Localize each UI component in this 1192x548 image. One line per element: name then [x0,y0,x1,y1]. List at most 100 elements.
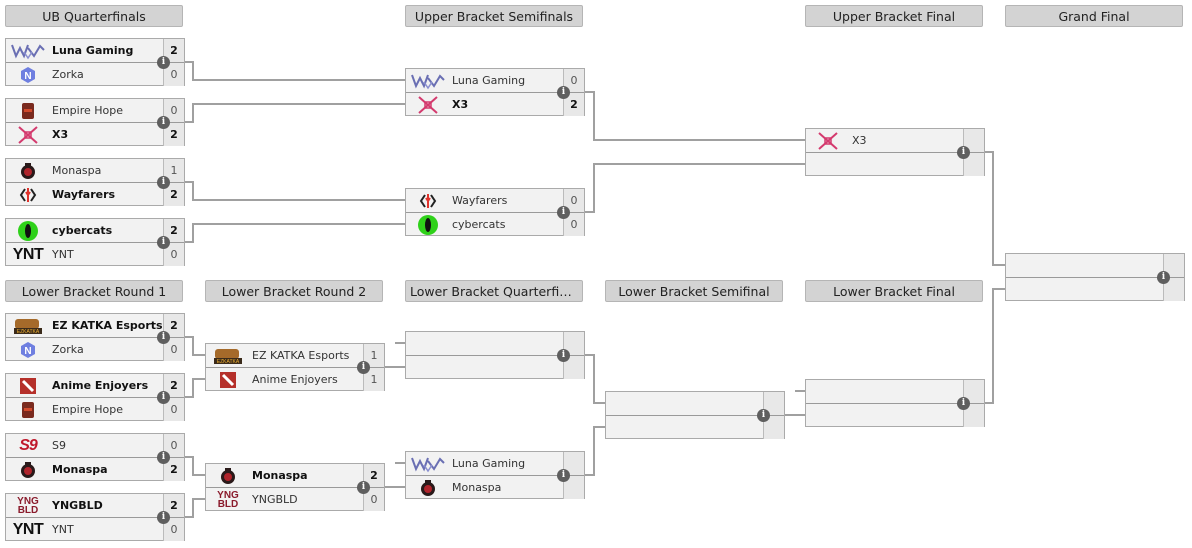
team-row-bot[interactable]: X3 2 [406,93,584,116]
team-name[interactable]: Empire Hope [52,403,124,416]
team-name[interactable]: Luna Gaming [452,74,526,87]
info-icon[interactable]: i [157,451,170,464]
team-name[interactable]: Zorka [52,68,84,81]
team-name[interactable]: Wayfarers [452,194,508,207]
team-score: 2 [563,93,584,116]
info-icon[interactable]: i [1157,271,1170,284]
team-row-bot[interactable] [406,356,584,379]
info-icon[interactable]: i [757,409,770,422]
team-name[interactable]: cybercats [452,218,506,231]
match-lb-qf-1[interactable]: i [405,331,585,379]
match-ub-final[interactable]: X3 i [805,128,985,176]
team-name[interactable]: Anime Enjoyers [252,373,338,386]
team-name[interactable]: Wayfarers [52,188,116,201]
team-name[interactable]: Luna Gaming [52,44,134,57]
team-name[interactable]: YNGBLD [52,499,103,512]
info-icon[interactable]: i [157,511,170,524]
info-icon[interactable]: i [557,349,570,362]
team-row-bot[interactable] [806,153,984,176]
team-name[interactable]: YNT [52,523,74,536]
info-icon[interactable]: i [357,481,370,494]
team-name[interactable]: Luna Gaming [452,457,526,470]
team-row-bot[interactable] [806,404,984,427]
info-icon[interactable]: i [157,176,170,189]
info-icon[interactable]: i [557,469,570,482]
team-row-top[interactable] [1006,254,1184,277]
match-grand-final[interactable]: i [1005,253,1185,301]
team-name[interactable]: X3 [52,128,69,141]
team-name[interactable]: X3 [452,98,469,111]
info-icon[interactable]: i [157,391,170,404]
team-row-bot[interactable] [1006,278,1184,301]
team-name[interactable]: EZ KATKA Esports [52,319,163,332]
info-icon[interactable]: i [557,206,570,219]
info-icon[interactable]: i [557,86,570,99]
info-icon[interactable]: i [357,361,370,374]
team-name[interactable]: Anime Enjoyers [52,379,149,392]
team-name[interactable]: Monaspa [52,164,102,177]
info-icon[interactable]: i [157,116,170,129]
team-name[interactable]: Zorka [52,343,84,356]
team-name[interactable]: S9 [52,439,66,452]
info-icon[interactable]: i [957,397,970,410]
team-name[interactable]: Empire Hope [52,104,124,117]
match-lb-semifinal[interactable]: i [605,391,785,439]
match-lb-final[interactable]: i [805,379,985,427]
team-name[interactable]: YNGBLD [252,493,298,506]
info-icon[interactable]: i [957,146,970,159]
team-name[interactable]: YNT [52,248,74,261]
team-name[interactable]: cybercats [52,224,113,237]
team-name[interactable]: Monaspa [252,469,308,482]
info-icon[interactable]: i [157,331,170,344]
team-name[interactable]: X3 [852,134,867,147]
team-row-top[interactable] [406,332,584,355]
info-icon[interactable]: i [157,236,170,249]
team-name[interactable]: Monaspa [52,463,108,476]
team-name[interactable]: EZ KATKA Esports [252,349,350,362]
team-name[interactable]: Monaspa [452,481,502,494]
team-row-bot[interactable]: Monaspa [406,476,584,499]
team-row-top[interactable] [806,380,984,403]
team-row-top[interactable]: X3 [806,129,984,152]
team-row-top[interactable] [606,392,784,415]
info-icon[interactable]: i [157,56,170,69]
team-row-top[interactable]: Luna Gaming [406,452,584,475]
team-row-bot[interactable] [606,416,784,439]
